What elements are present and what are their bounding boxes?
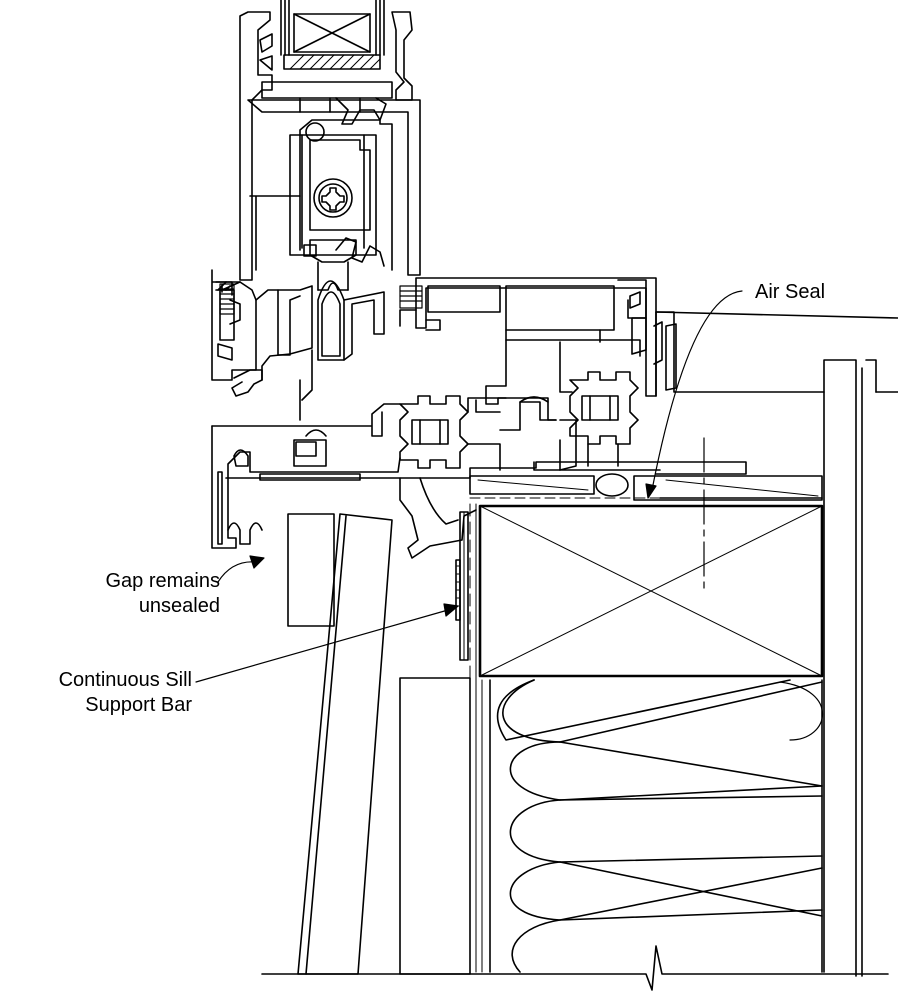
air-seal-shim: [469, 473, 823, 501]
sill-nailer-blocking: [478, 504, 824, 678]
continuous-sill-support-bar-label: Continuous Sill Support Bar: [58, 669, 192, 716]
floor-break-line: [261, 945, 889, 991]
sill-support-bar: [455, 511, 469, 661]
sash-hardware: [289, 122, 385, 291]
main-frame-upper: [211, 269, 385, 421]
thermal-break-left: [399, 395, 469, 469]
frame-sill-lower: [211, 396, 747, 559]
leader-air-seal: [645, 290, 743, 499]
interior-trim-board: [653, 311, 898, 397]
sheathing-stud: [399, 677, 471, 975]
gypsum-board: [823, 359, 898, 977]
gap-remains-unsealed-label: Gap remains unsealed: [105, 570, 221, 617]
air-seal-label: Air Seal: [755, 281, 826, 303]
batt-insulation: [489, 679, 823, 973]
leader-gap: [217, 555, 265, 583]
exterior-sill-board: [287, 513, 393, 975]
sash-frame: [239, 11, 421, 281]
glazing-setting-block: [283, 54, 381, 70]
thermal-break-right: [559, 371, 639, 471]
air-seal-backer-rod: [595, 473, 629, 497]
leader-sill-bar: [195, 603, 459, 683]
interlock-weatherstrip: [219, 283, 423, 315]
glazing-unit: [280, 0, 385, 56]
